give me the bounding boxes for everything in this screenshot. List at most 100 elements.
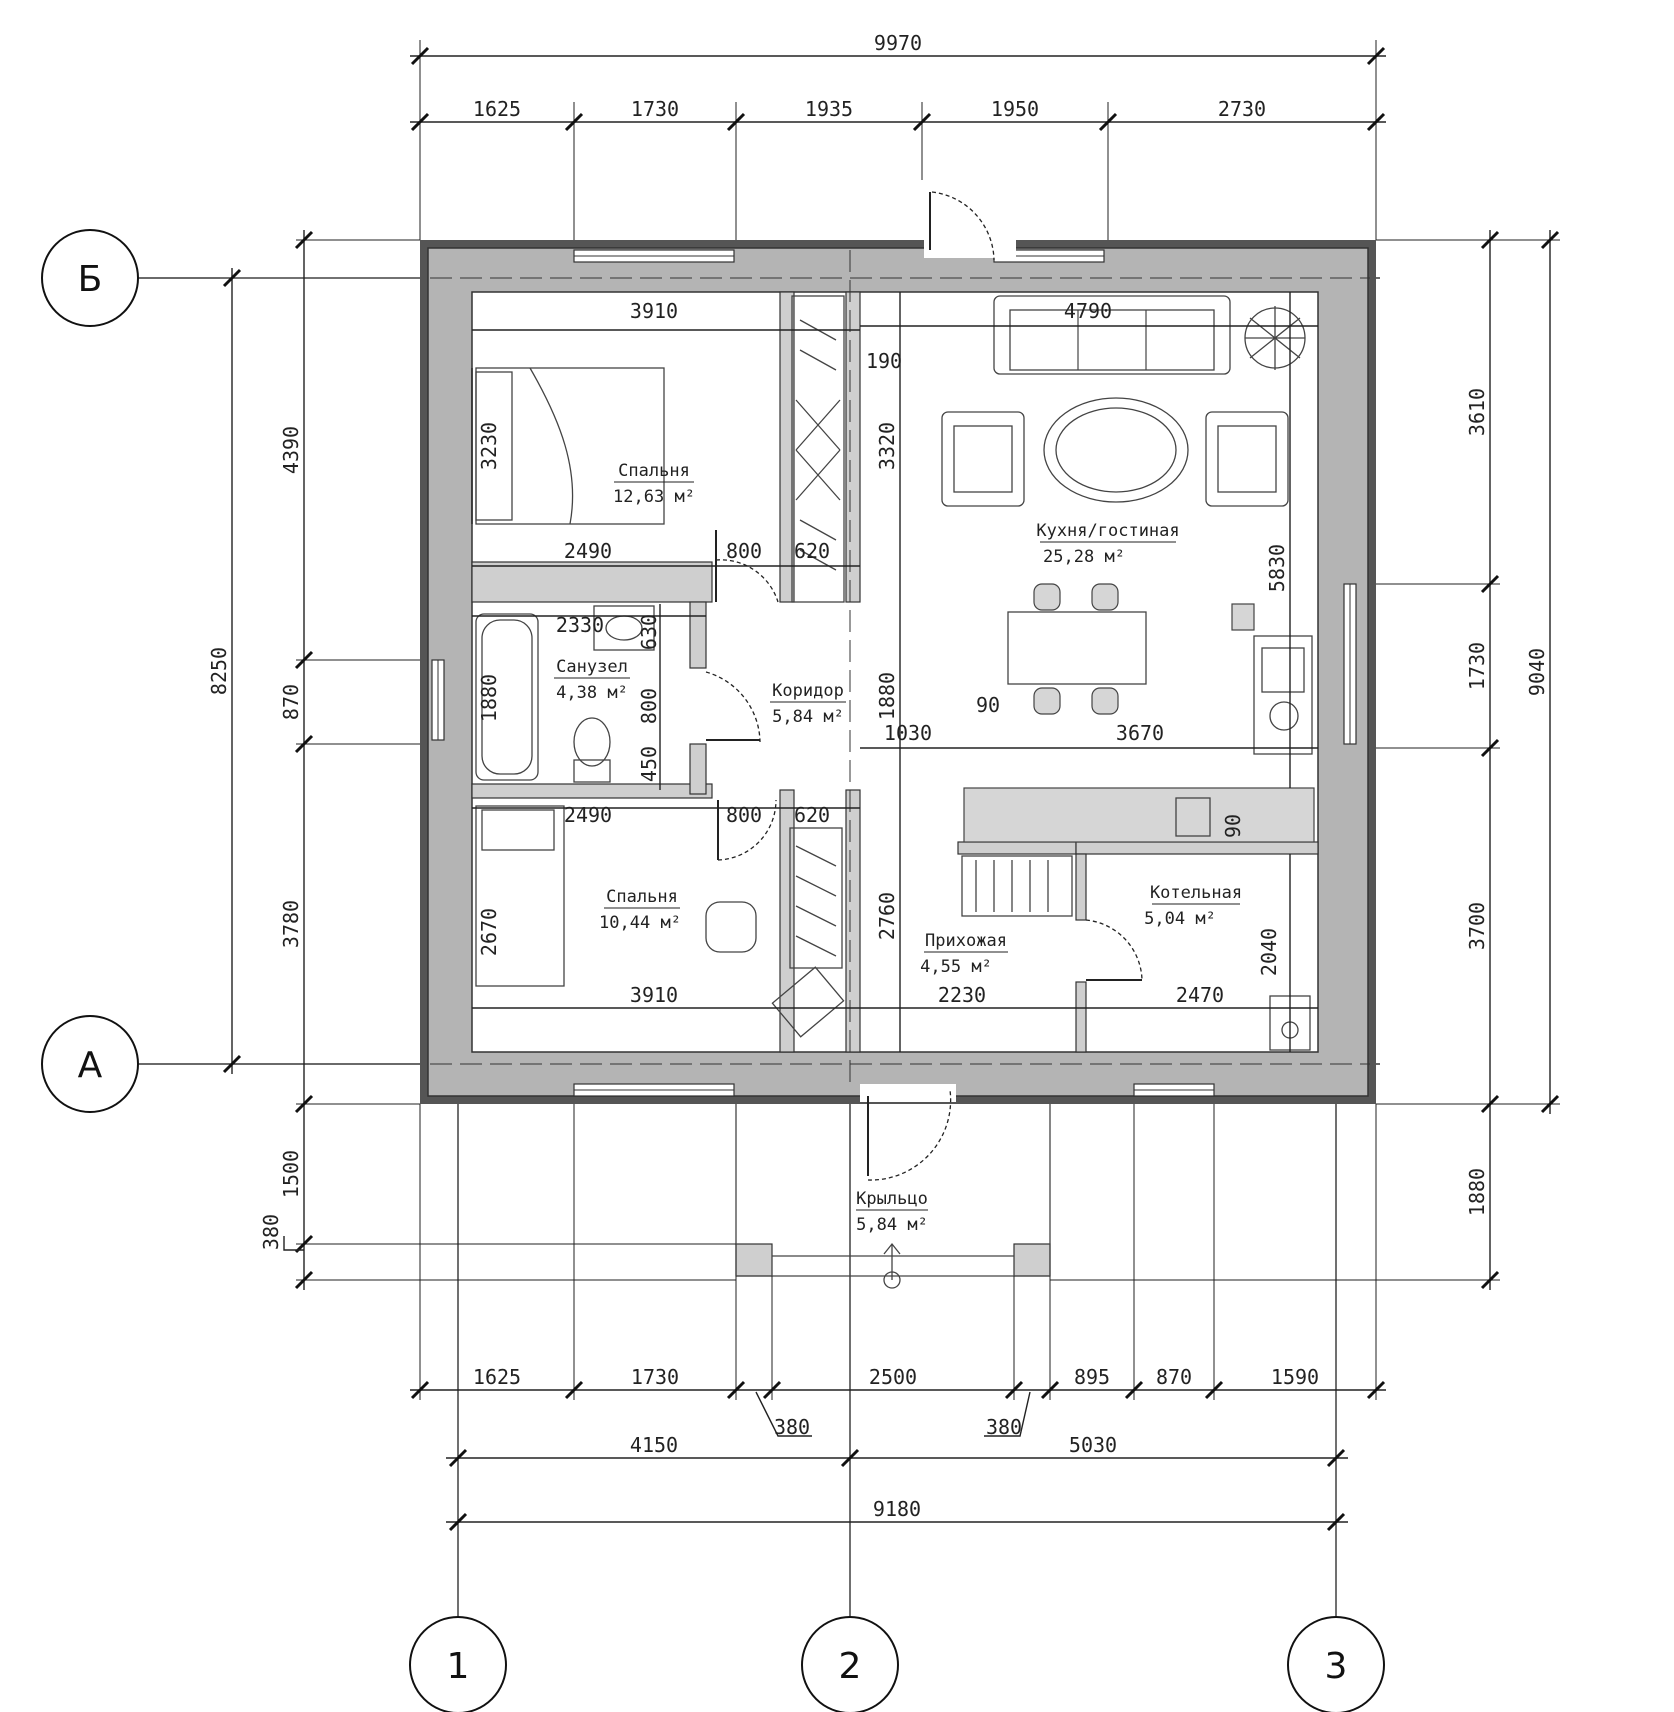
room-area: 25,28 м² (1043, 547, 1125, 567)
room-name: Крыльцо (856, 1189, 928, 1209)
dim-left-3: 3780 (279, 900, 303, 948)
dim-bath-door: 800 (637, 688, 661, 724)
room-area: 5,04 м² (1144, 909, 1216, 929)
dim-bed1-width: 3910 (630, 299, 678, 323)
dim-hall-width: 2230 (938, 983, 986, 1007)
dim-corr-offset: 1030 (884, 721, 932, 745)
axis-label-a: А (78, 1045, 103, 1086)
axis-label-2: 2 (839, 1646, 862, 1687)
dim-top-3: 1935 (805, 97, 853, 121)
dining-chair-icon (1033, 583, 1061, 611)
arrow-up-icon (883, 1242, 901, 1255)
room-area: 5,84 м² (772, 707, 844, 727)
dim-left-overall: 8250 (207, 647, 231, 695)
room-area: 4,38 м² (556, 683, 628, 703)
wall-hall-top (957, 841, 1077, 855)
dim-top-overall: 9970 (874, 31, 922, 55)
dim-wall-90: 90 (976, 693, 1000, 717)
door-bed2 (717, 799, 777, 861)
dim-bath-depth: 1880 (477, 674, 501, 722)
axis-label-b: Б (78, 259, 103, 300)
wall-bed1-bath (471, 561, 713, 603)
dim-bed1-lower: 2490 (564, 539, 612, 563)
toilet-tank-icon (573, 759, 611, 783)
door-top (931, 191, 995, 261)
porch-post-right (1013, 1243, 1051, 1277)
dim-kitchen-depth: 5830 (1265, 544, 1289, 592)
dim-bottom-2: 1730 (631, 1365, 679, 1389)
chair-icon (705, 901, 757, 953)
dim-bottom-3: 2500 (869, 1365, 917, 1389)
room-area: 10,44 м² (599, 913, 681, 933)
room-name: Коридор (772, 681, 844, 701)
dim-left-2: 870 (279, 684, 303, 720)
wall-bath-corr-upper (689, 601, 707, 669)
dim-bottom-1: 1625 (473, 1365, 521, 1389)
dim-bath-small: 630 (637, 614, 661, 650)
dim-kitchen-top: 4790 (1064, 299, 1112, 323)
wall-closet1 (779, 291, 795, 603)
dim-top-5: 2730 (1218, 97, 1266, 121)
entry-opening (860, 1084, 956, 1102)
dim-corr-mid: 1880 (875, 672, 899, 720)
axis-label-3: 3 (1325, 1646, 1348, 1687)
sink-icon (593, 605, 655, 651)
armchair-left-icon (941, 411, 1025, 507)
toilet-icon (573, 717, 611, 767)
dim-door2: 800 (726, 803, 762, 827)
desk-icon (771, 966, 845, 1038)
room-name: Кухня/гостиная (1036, 521, 1179, 541)
pillow2-icon (481, 809, 555, 851)
wall-corr-hall (845, 789, 861, 1053)
room-corridor: Коридор 5,84 м² (770, 681, 846, 727)
coffee-table-icon (1043, 397, 1189, 503)
dim-boiler-width: 2470 (1176, 983, 1224, 1007)
door-entry (867, 1089, 952, 1181)
axis-bubble-2: 2 (801, 1616, 899, 1712)
room-hallway: Прихожая 4,55 м² (920, 931, 1008, 977)
extension-lines (220, 40, 1560, 1400)
dim-left-1: 4390 (279, 426, 303, 474)
kitchen-sink-icon (1253, 635, 1313, 755)
dim-bottom-6: 1590 (1271, 1365, 1319, 1389)
dim-right-overall: 9040 (1525, 648, 1549, 696)
dim-axis-1-2: 4150 (630, 1433, 678, 1457)
wall-corr-kitchen-upper (845, 291, 861, 603)
closet2-icon (789, 827, 843, 969)
room-area: 12,63 м² (613, 487, 695, 507)
dim-top-4: 1950 (991, 97, 1039, 121)
dim-bath-wall: 450 (637, 746, 661, 782)
room-labels: Спальня 12,63 м² Санузел 4,38 м² Коридор… (554, 461, 1242, 1235)
kitchen-counter-icon (963, 787, 1315, 843)
dimension-lines (222, 46, 1560, 1532)
room-kitchen-living: Кухня/гостиная 25,28 м² (1036, 521, 1179, 567)
dim-right-1: 3610 (1465, 388, 1489, 436)
dim-kitchen-mid: 3670 (1116, 721, 1164, 745)
pillow-icon (475, 371, 513, 521)
fridge-handle-icon (1231, 603, 1255, 631)
wall-boiler-left-lower (1075, 981, 1087, 1053)
bathtub-icon (475, 613, 539, 781)
dim-corr-top: 3320 (875, 422, 899, 470)
dim-top-2: 1730 (631, 97, 679, 121)
wall-boiler-top (1075, 841, 1319, 855)
wall-bath-bed2 (471, 783, 713, 799)
furniture (475, 295, 1315, 1051)
wall-bath-corr-lower (689, 743, 707, 795)
dim-bottom-5: 870 (1156, 1365, 1192, 1389)
dim-left-5: 380 (259, 1214, 283, 1250)
dim-boiler-wall: 90 (1221, 814, 1245, 838)
windows (431, 240, 1357, 1102)
wall-boiler-left-upper (1075, 853, 1087, 921)
room-bedroom-2: Спальня 10,44 м² (599, 887, 681, 933)
entry-marker-icon (883, 1271, 901, 1289)
axis-bubble-3: 3 (1287, 1616, 1385, 1712)
room-name: Прихожая (925, 931, 1007, 951)
bed2-icon (475, 805, 565, 987)
dim-bed1-depth: 3230 (477, 422, 501, 470)
door-bed1 (715, 559, 779, 603)
armchair-right-icon (1205, 411, 1289, 507)
wall-closet2 (779, 789, 795, 1053)
axis-label-1: 1 (447, 1646, 470, 1687)
